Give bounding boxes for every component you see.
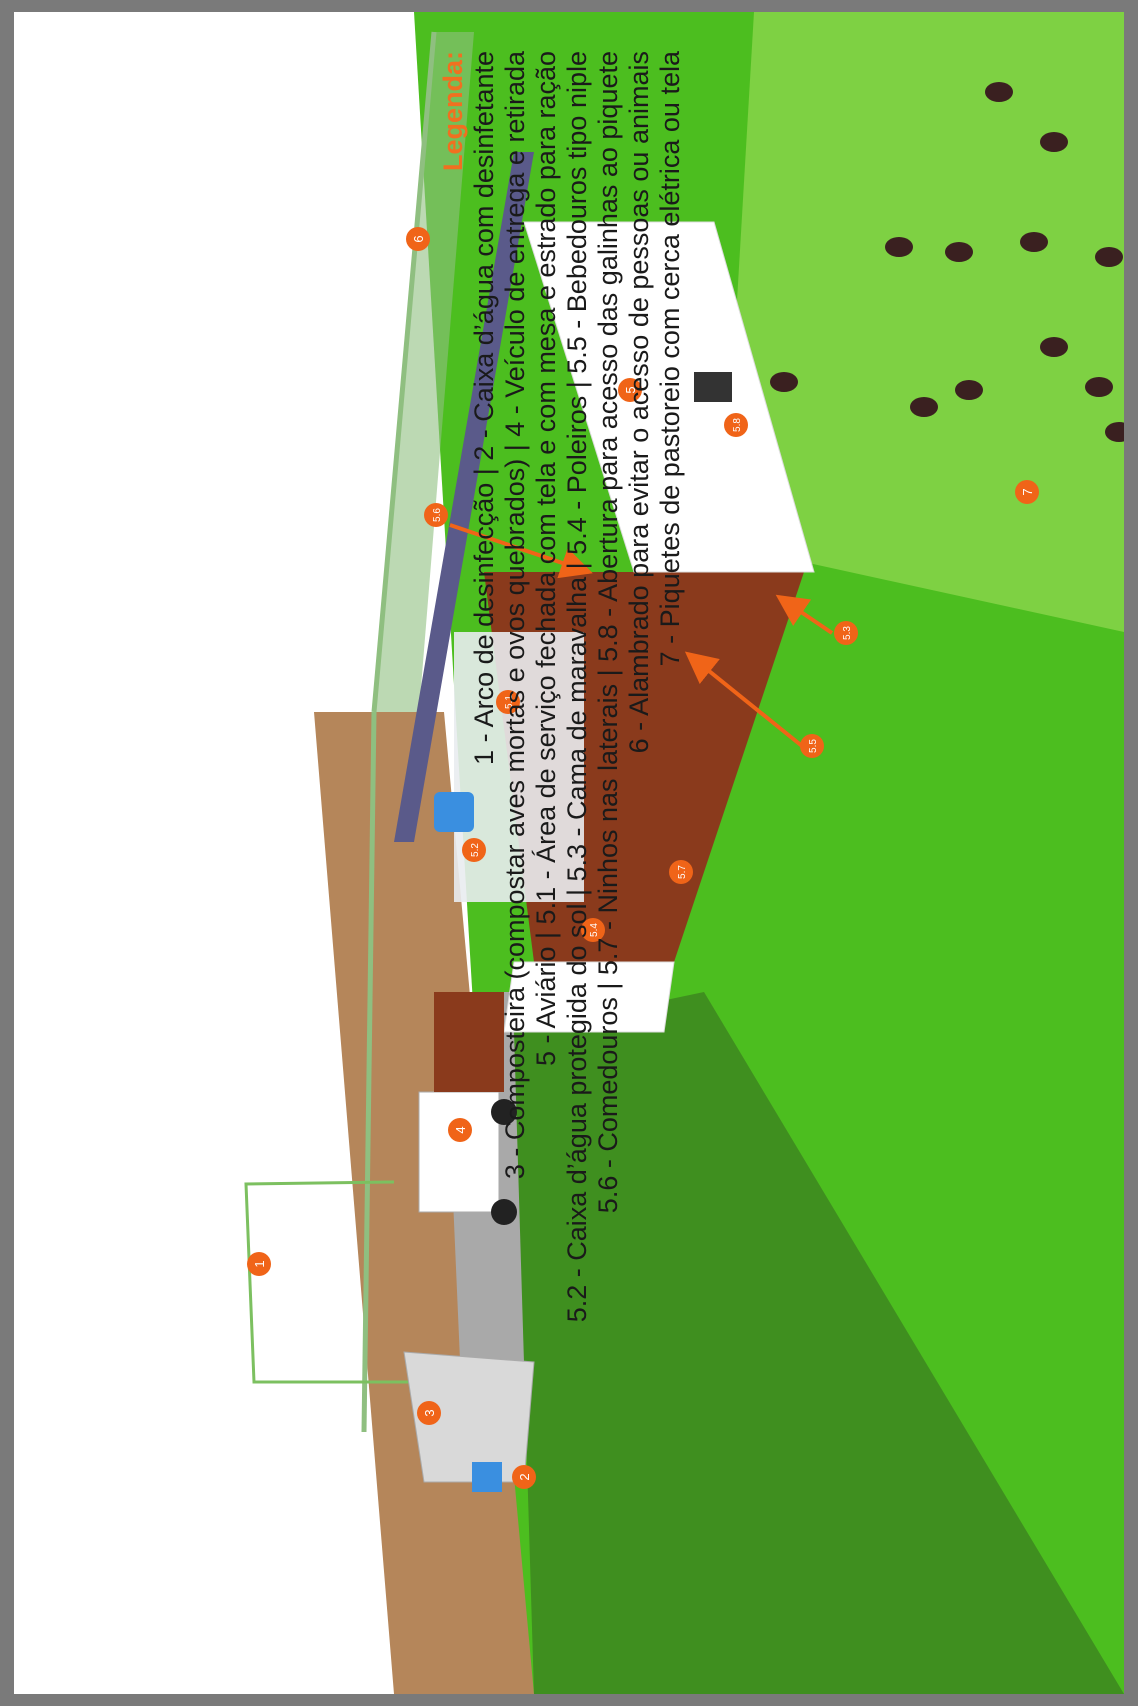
chicken-door xyxy=(694,372,732,402)
marker-5-3: 5.3 xyxy=(834,621,858,645)
legend-line-5: 5.6 - Comedouros | 5.7 - Ninhos nas late… xyxy=(593,11,624,1671)
svg-text:5.5: 5.5 xyxy=(808,739,819,753)
marker-6: 6 xyxy=(406,227,430,251)
marker-1: 1 xyxy=(247,1252,271,1276)
legend-line-6: 6 - Alambrado para evitar o acesso de pe… xyxy=(624,11,655,1671)
legend-line-2: 3 - Composteira (compostar aves mortas e… xyxy=(500,11,531,1671)
legend-title: Legenda: xyxy=(437,11,469,1671)
legend: Legenda: 1 - Arco de desinfecção | 2 - C… xyxy=(437,11,697,1671)
svg-text:5.8: 5.8 xyxy=(732,418,743,432)
legend-line-1: 1 - Arco de desinfecção | 2 - Caixa d’ág… xyxy=(469,11,500,1671)
legend-line-3: 5 - Aviário | 5.1 - Área de serviço fech… xyxy=(531,11,562,1671)
svg-text:3: 3 xyxy=(422,1409,437,1416)
svg-text:6: 6 xyxy=(411,235,426,242)
svg-text:1: 1 xyxy=(252,1260,267,1267)
svg-text:7: 7 xyxy=(1020,488,1035,495)
marker-7: 7 xyxy=(1015,480,1039,504)
legend-line-4: 5.2 - Caixa d’água protegida do sol | 5.… xyxy=(562,11,593,1671)
marker-5-5: 5.5 xyxy=(800,734,824,758)
marker-5-8: 5.8 xyxy=(724,413,748,437)
svg-text:5.3: 5.3 xyxy=(842,626,853,640)
legend-line-7: 7 - Piquetes de pastoreio com cerca elét… xyxy=(655,11,686,1671)
